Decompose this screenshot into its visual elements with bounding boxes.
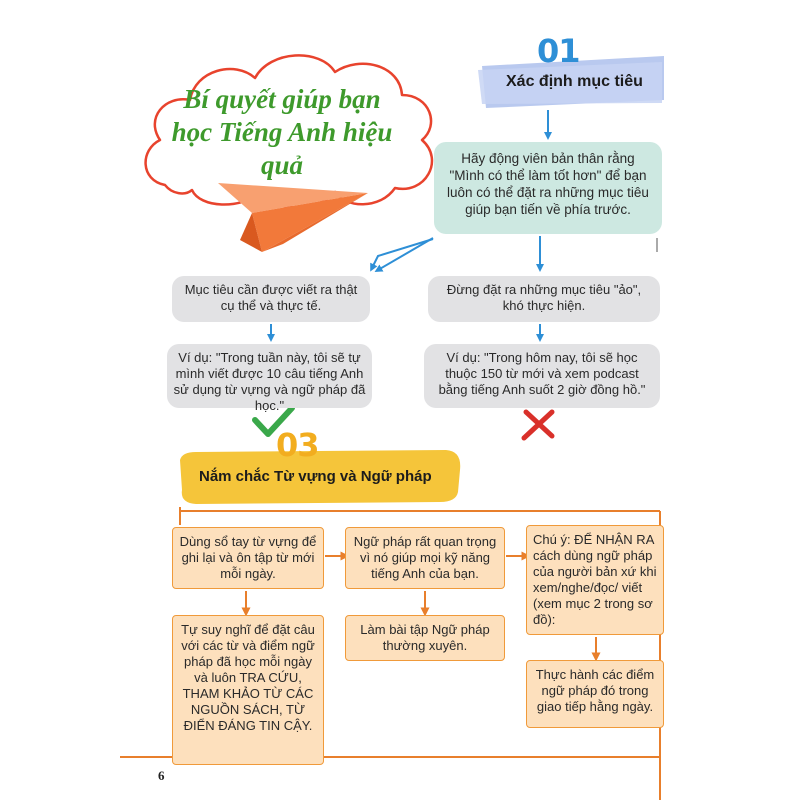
- intro-box: Hãy động viên bản thân rằng "Mình có thể…: [434, 142, 662, 234]
- paper-plane-icon: [218, 183, 368, 252]
- checkmark-icon: [252, 405, 295, 437]
- tip-do-box: Mục tiêu cần được viết ra thật cụ thể và…: [172, 276, 370, 322]
- grammar-importance-box: Ngữ pháp rất quan trọng vì nó giúp mọi k…: [345, 527, 505, 589]
- arrow-left-diag: [374, 237, 434, 273]
- example-do-box: Ví dụ: "Trong tuần này, tôi sẽ tự mình v…: [167, 344, 372, 413]
- example-dont-box: Ví dụ: "Trong hôm nay, tôi sẽ học thuộc …: [424, 344, 660, 408]
- section-heading-03: Nắm chắc Từ vựng và Ngữ pháp: [199, 468, 432, 485]
- section-number-01: 01: [537, 32, 581, 70]
- section-heading-01: Xác định mục tiêu: [506, 73, 643, 90]
- cross-icon: [521, 409, 555, 441]
- page-number: 6: [158, 768, 165, 783]
- page-title: Bí quyết giúp bạn học Tiếng Anh hiệu quả: [171, 84, 393, 180]
- banner-03: [180, 450, 461, 504]
- native-usage-note-box: Chú ý: ĐỂ NHẬN RA cách dùng ngữ pháp của…: [526, 525, 664, 635]
- banner-01: [478, 56, 664, 108]
- arrow-left: [370, 238, 434, 272]
- section-number-03: 03: [276, 426, 320, 464]
- self-practice-box: Tự suy nghĩ để đặt câu với các từ và điể…: [172, 615, 324, 765]
- tip-dont-box: Đừng đặt ra những mục tiêu "ảo", khó thự…: [428, 276, 660, 322]
- grammar-exercise-box: Làm bài tập Ngữ pháp thường xuyên.: [345, 615, 505, 661]
- daily-practice-box: Thực hành các điểm ngữ pháp đó trong gia…: [526, 660, 664, 728]
- vocab-notebook-box: Dùng sổ tay từ vựng để ghi lại và ôn tập…: [172, 527, 324, 589]
